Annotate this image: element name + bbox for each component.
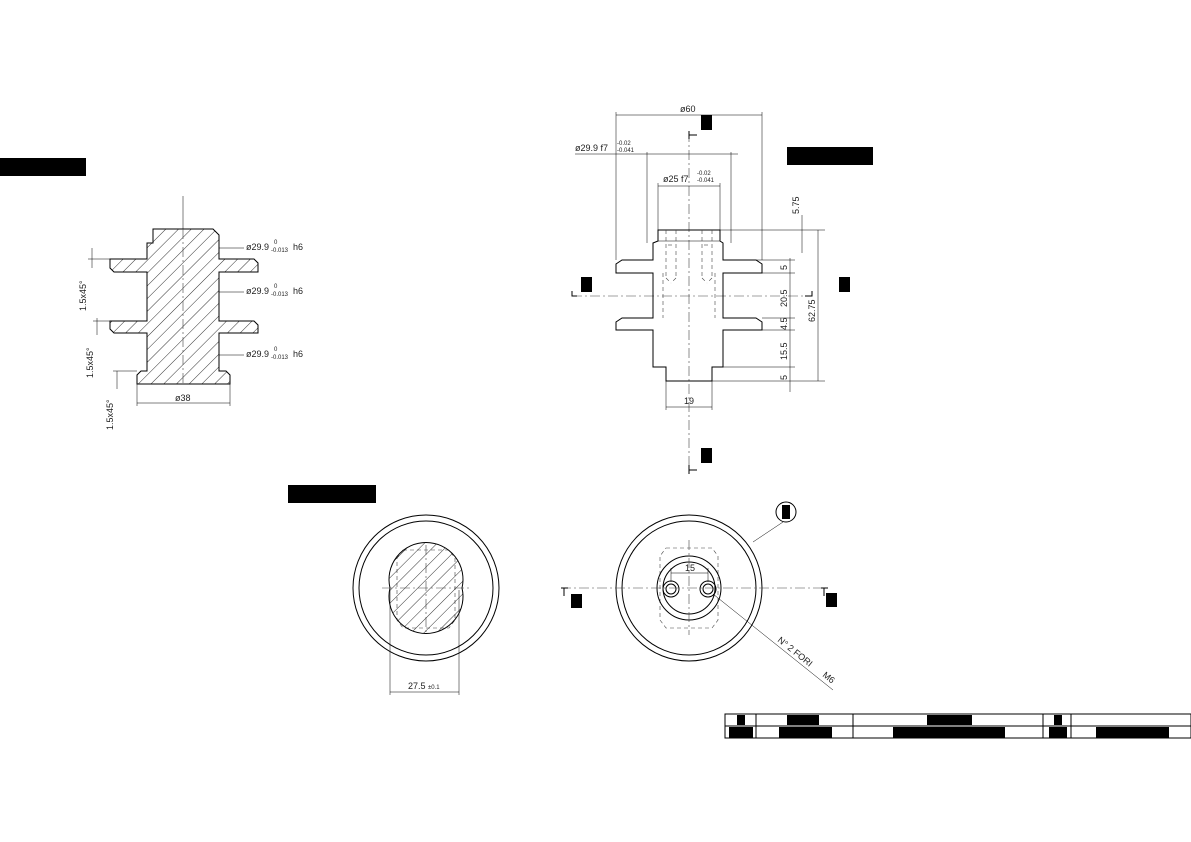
dim-d1-tol-lo: -0.013: [271, 248, 289, 254]
redacted-label-section-left: [0, 158, 86, 176]
redacted-balloon-number: [782, 505, 790, 519]
thread-note: M6: [821, 670, 837, 686]
dim-62-75: 62.75: [807, 299, 817, 322]
dim-top-tol-lo: -0.041: [697, 178, 715, 184]
dim-d2-label: ø29.9: [246, 286, 269, 296]
dim-d3-fit: h6: [293, 349, 303, 359]
redacted-section-marker-right: [839, 277, 850, 292]
bottom-right-view: 15 N° 2 FORI M6: [561, 501, 837, 691]
redacted-marker-bl: [571, 594, 582, 608]
dim-d1-tol-up: 0: [274, 240, 278, 246]
dim-top-label: ø25 f7: [663, 174, 689, 184]
chamfer-note-3: 1.5x45°: [105, 399, 115, 430]
dim-shaft-tol-lo: -0.041: [617, 148, 635, 154]
redacted-tb-5: [729, 727, 753, 738]
redacted-label-bottom-view: [288, 485, 376, 503]
dim-15-5: 15.5: [779, 342, 789, 360]
redacted-section-marker-bottom: [701, 448, 712, 463]
redacted-label-front-view: [787, 147, 873, 165]
title-block: [724, 713, 1191, 739]
bottom-left-view: 27.5 ±0.1: [352, 514, 500, 695]
section-profile: [109, 228, 259, 385]
redacted-section-marker-left: [581, 277, 592, 292]
dim-outer-label: ø60: [680, 104, 696, 114]
dim-5a: 5: [779, 265, 789, 270]
chamfer-note-2: 1.5x45°: [85, 347, 95, 378]
redacted-tb-2: [787, 715, 819, 725]
dim-4-5: 4.5: [779, 317, 789, 330]
redacted-tb-7: [893, 727, 1005, 738]
redacted-tb-4: [1054, 715, 1062, 725]
dim-d2-fit: h6: [293, 286, 303, 296]
redacted-tb-8: [1049, 727, 1067, 738]
dim-d3-tol-lo: -0.013: [271, 355, 289, 361]
redacted-tb-1: [737, 715, 745, 725]
redacted-tb-9: [1096, 727, 1169, 738]
dim-spacing: 15: [685, 563, 695, 573]
dim-width-label: 27.5: [408, 681, 426, 691]
dim-shaft-tol-up: -0.02: [617, 141, 631, 147]
section-view-left: ø29.9 0 -0.013 h6 ø29.9 0 -0.013 h6 ø29.…: [78, 196, 303, 430]
redacted-marker-br: [826, 593, 837, 607]
dim-d1-fit: h6: [293, 242, 303, 252]
dim-shaft-label: ø29.9 f7: [575, 143, 608, 153]
front-view: ø60 ø29.9 f7 -0.02 -0.041 ø25 f7 -0.02 -…: [571, 104, 850, 474]
dim-5b: 5: [779, 375, 789, 380]
front-profile: [615, 229, 763, 382]
dim-19: 19: [684, 396, 694, 406]
dim-top-tol-up: -0.02: [697, 171, 711, 177]
holes-note: N° 2 FORI: [776, 635, 815, 669]
redacted-section-marker-top: [701, 115, 712, 130]
dim-d2-tol-lo: -0.013: [271, 292, 289, 298]
dim-d3-label: ø29.9: [246, 349, 269, 359]
dim-d3-tol-up: 0: [274, 347, 278, 353]
dim-5-75: 5.75: [791, 196, 801, 214]
dim-width-tol: ±0.1: [428, 685, 440, 691]
redacted-tb-3: [927, 715, 972, 725]
dim-d1-label: ø29.9: [246, 242, 269, 252]
dim-d2-tol-up: 0: [274, 284, 278, 290]
dim-20-5: 20.5: [779, 289, 789, 307]
redacted-tb-6: [779, 727, 832, 738]
dim-base-label: ø38: [175, 393, 191, 403]
chamfer-note-1: 1.5x45°: [78, 280, 88, 311]
